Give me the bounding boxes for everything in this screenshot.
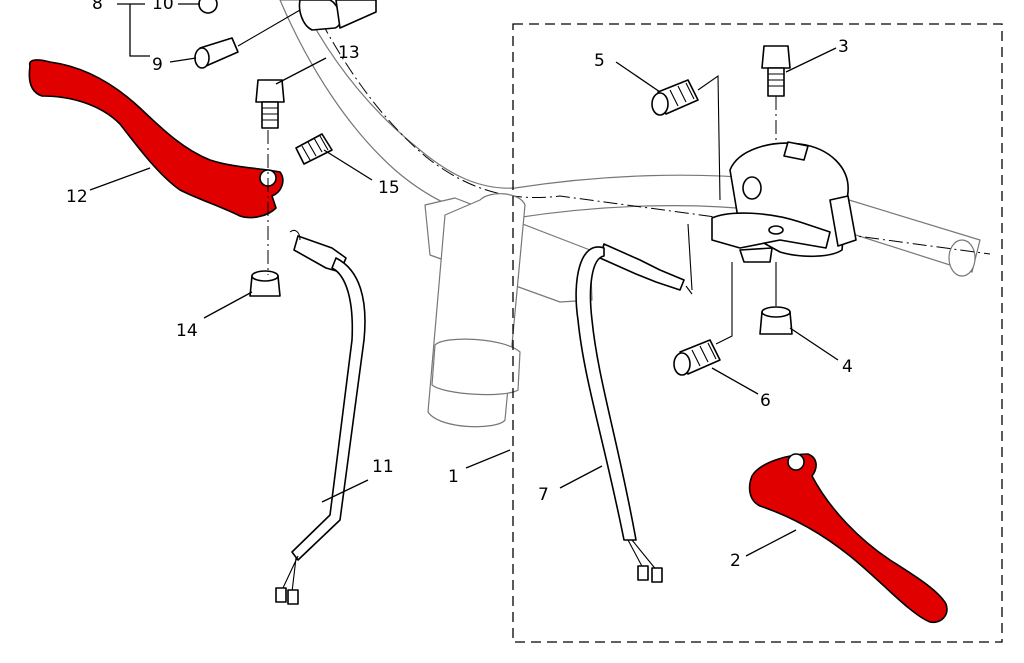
- callout-15: 15: [378, 178, 400, 198]
- lever-2-highlighted: [748, 453, 948, 624]
- callout-8: 8: [92, 0, 103, 14]
- bolt-13: [255, 79, 285, 129]
- callout-7: 7: [538, 485, 549, 505]
- callout-2: 2: [730, 551, 741, 571]
- switch-housing: [711, 141, 857, 263]
- leader-lines: [89, 3, 839, 557]
- callout-11: 11: [372, 457, 394, 477]
- lever-12-highlighted: [28, 59, 284, 219]
- nut-4: [759, 262, 793, 335]
- callout-9: 9: [152, 55, 163, 75]
- nut-14: [249, 270, 281, 297]
- callout-14: 14: [176, 321, 198, 341]
- handlebar: [279, 0, 991, 277]
- screw-5: [651, 74, 721, 201]
- callout-6: 6: [760, 391, 771, 411]
- handlebar-clamp: [424, 193, 593, 428]
- callout-3: 3: [838, 37, 849, 57]
- callout-13: 13: [338, 43, 360, 63]
- spring-15: [295, 133, 333, 165]
- screw-6: [673, 262, 733, 376]
- assembly-boundary-box: [512, 23, 1003, 643]
- callout-10: 10: [152, 0, 174, 14]
- callout-4: 4: [842, 357, 853, 377]
- callout-5: 5: [594, 51, 605, 71]
- callout-1: 1: [448, 467, 459, 487]
- callout-12: 12: [66, 187, 88, 207]
- switch-cable-7: [575, 243, 693, 583]
- top-left-fasteners: [194, 0, 377, 69]
- switch-cable-11: [275, 229, 366, 605]
- guide-line: [687, 223, 693, 291]
